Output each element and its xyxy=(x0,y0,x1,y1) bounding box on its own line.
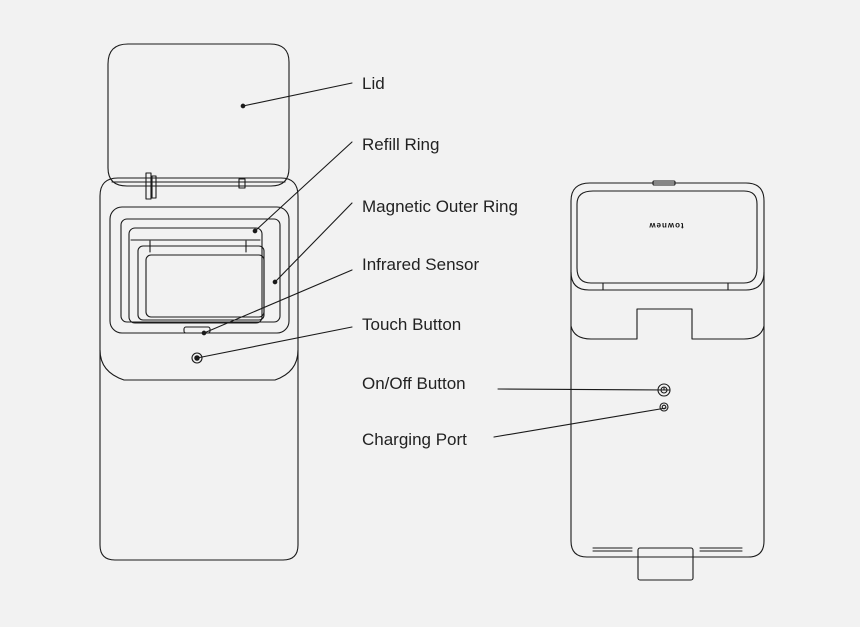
bin-back-closed: townew xyxy=(570,180,765,581)
touch-button-leader xyxy=(196,326,353,359)
bin-rim-line xyxy=(99,349,299,381)
label-lid: Lid xyxy=(362,74,385,93)
back-lid xyxy=(570,182,765,291)
back-lid-inner xyxy=(576,190,758,284)
label-magnetic-outer-ring: Magnetic Outer Ring xyxy=(362,197,518,216)
lid-hinge-icon xyxy=(145,172,246,200)
callout-lines xyxy=(194,82,671,438)
magnetic-outer-ring-leader xyxy=(274,202,353,283)
label-charging-port: Charging Port xyxy=(362,430,467,449)
back-foot-tab xyxy=(637,547,694,581)
bin-body xyxy=(99,177,299,561)
on-off-button-leader xyxy=(497,388,671,391)
charging-port-icon xyxy=(659,402,669,412)
infrared-sensor-leader xyxy=(203,269,353,334)
refill-ring-leader xyxy=(254,141,353,232)
label-on-off-button: On/Off Button xyxy=(362,374,466,393)
lid-leader xyxy=(242,82,353,107)
charging-port-leader xyxy=(493,407,667,438)
refill-ring xyxy=(128,227,265,324)
back-notch xyxy=(570,308,765,340)
back-body xyxy=(570,271,765,558)
label-touch-button: Touch Button xyxy=(362,315,462,334)
lid-panel xyxy=(107,43,290,187)
brand-logo-text: townew xyxy=(648,221,683,230)
bin-front-open xyxy=(99,43,299,561)
label-refill-ring: Refill Ring xyxy=(362,135,440,154)
label-infrared-sensor: Infrared Sensor xyxy=(362,255,480,274)
opening-inner-wall xyxy=(120,218,281,323)
